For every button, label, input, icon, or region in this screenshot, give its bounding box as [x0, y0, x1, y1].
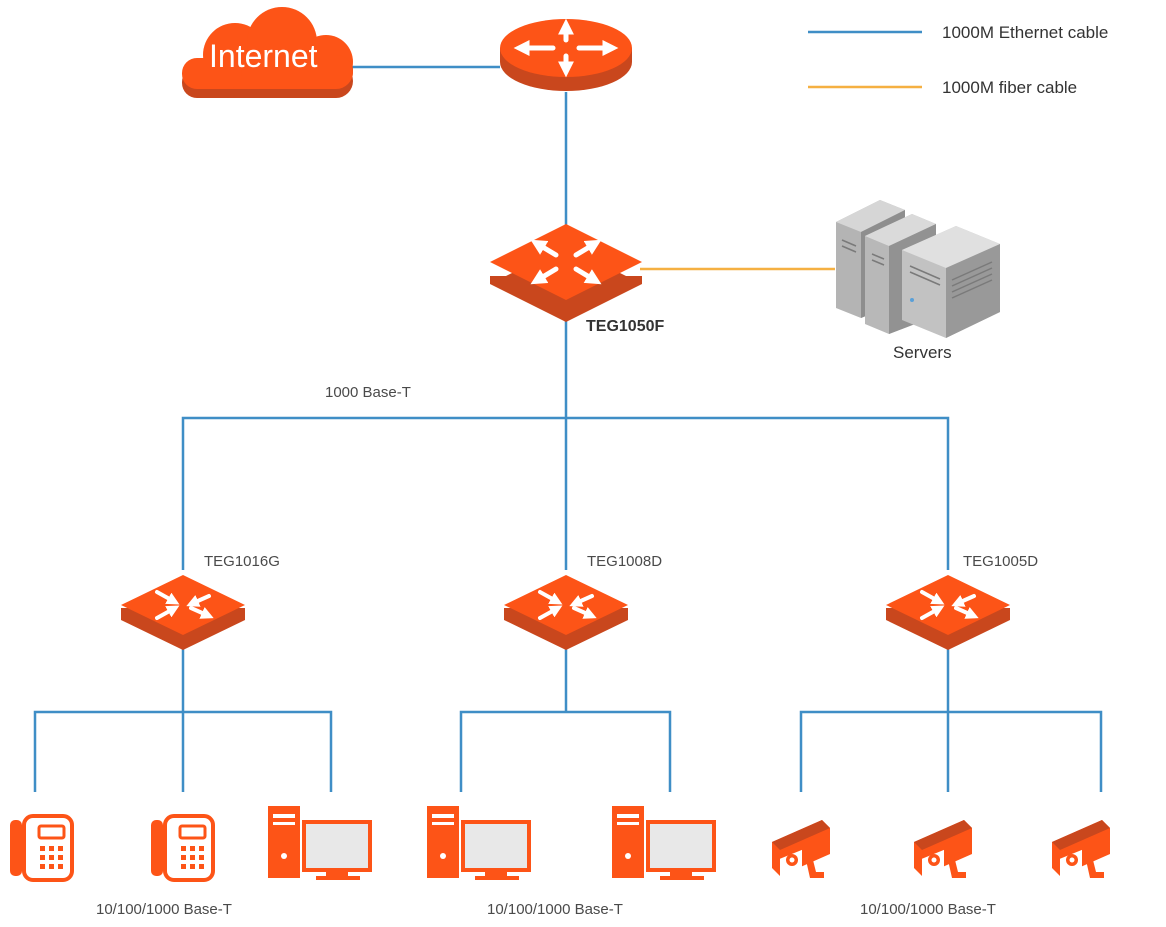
access-switch-icon — [886, 575, 1010, 650]
ip-camera-icon — [914, 820, 972, 879]
desktop-computer-icon — [427, 806, 531, 880]
teg1005d-bus — [799, 710, 1103, 792]
access-switch-icon — [504, 575, 628, 650]
port-speed-label-3: 10/100/1000 Base-T — [860, 901, 996, 918]
port-speed-label-1: 10/100/1000 Base-T — [96, 901, 232, 918]
desktop-computer-icon — [612, 806, 716, 880]
server-rack-icon — [836, 200, 1000, 338]
core-switch-label: TEG1050F — [586, 318, 664, 335]
connection-lines — [33, 65, 1103, 792]
access-switch-teg1016g — [121, 575, 245, 650]
access-switch-label-1: TEG1016G — [204, 553, 280, 570]
uplink-speed-label: 1000 Base-T — [325, 384, 411, 401]
ip-camera-icon — [772, 820, 830, 879]
legend-fiber-label: 1000M fiber cable — [942, 78, 1077, 97]
cloud-icon: Internet — [182, 7, 353, 98]
ip-camera-icon — [1052, 820, 1110, 879]
ip-phone-icon — [151, 814, 215, 882]
legend: 1000M Ethernet cable 1000M fiber cable — [808, 23, 1108, 97]
access-switch-teg1005d — [886, 575, 1010, 650]
desktop-computer-icon — [268, 806, 372, 880]
servers-label: Servers — [893, 343, 952, 362]
legend-ethernet-label: 1000M Ethernet cable — [942, 23, 1108, 42]
router-icon — [500, 18, 632, 91]
access-switch-icon — [121, 575, 245, 650]
port-speed-label-2: 10/100/1000 Base-T — [487, 901, 623, 918]
teg1008d-bus — [459, 710, 672, 792]
core-switch-icon — [490, 224, 642, 322]
access-switch-teg1008d — [504, 575, 628, 650]
access-switch-label-3: TEG1005D — [963, 553, 1038, 570]
ip-phone-icon — [10, 814, 74, 882]
access-switch-label-2: TEG1008D — [587, 553, 662, 570]
internet-label: Internet — [209, 38, 318, 74]
